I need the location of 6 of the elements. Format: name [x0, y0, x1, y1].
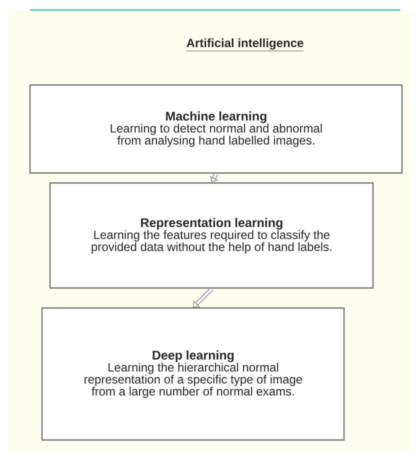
- arrow: [210, 173, 218, 182]
- title: Artificial intelligence: [186, 38, 304, 52]
- arrow: [193, 288, 214, 308]
- text-box: Machine learning Learning to detect normal and abnormal from analysing hand labelled images.: [29, 84, 403, 174]
- text-box: Representation learning Learning the features required to classify the provided data without the help of hand labels.: [49, 182, 374, 289]
- text-box: Deep learning Learning the hierarchical normal representation of a specific type of image from a large number of normal exams.: [41, 307, 345, 441]
